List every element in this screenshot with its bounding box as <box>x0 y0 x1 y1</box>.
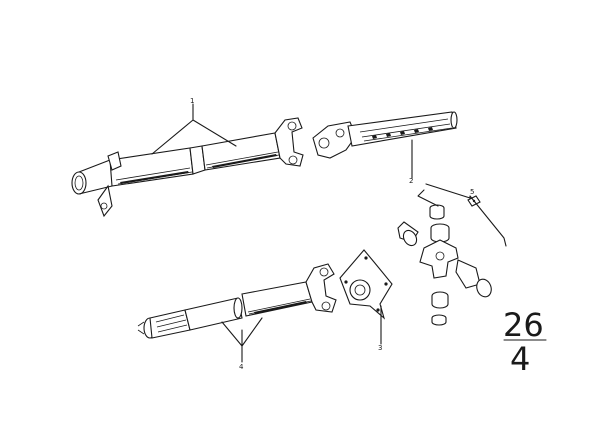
group-number-bottom: 4 <box>510 340 530 378</box>
sliding-splined-shaft[interactable] <box>312 111 458 159</box>
group-number: 26 4 <box>503 306 547 378</box>
lower-drive-shaft[interactable] <box>137 263 337 339</box>
callout-1: 1 <box>190 97 194 105</box>
callout-5: 5 <box>470 188 474 196</box>
callout-4: 4 <box>239 363 244 371</box>
leader-lines <box>151 103 507 363</box>
upper-drive-shaft[interactable] <box>71 117 304 218</box>
callout-3: 3 <box>378 344 382 352</box>
group-number-top: 26 <box>503 306 544 344</box>
universal-joint-kit[interactable] <box>397 195 494 326</box>
callout-2: 2 <box>409 177 413 185</box>
companion-flange[interactable] <box>339 249 393 320</box>
